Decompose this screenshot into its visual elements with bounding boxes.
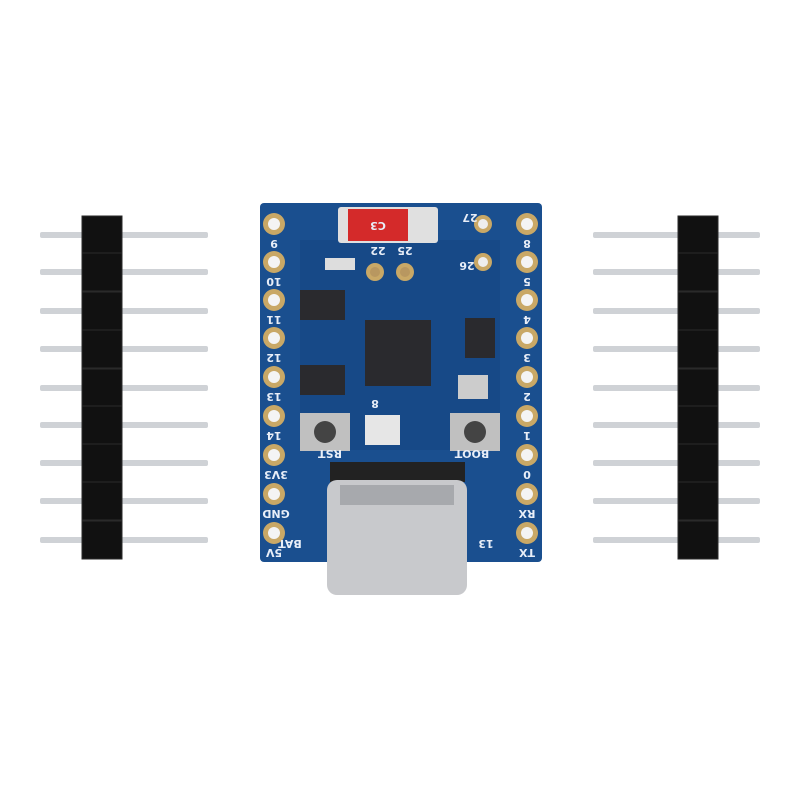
header-plastic-segment (677, 368, 719, 408)
header-plastic-segment (677, 329, 719, 369)
header-pin (40, 422, 208, 428)
silkscreen-label: 26 (459, 259, 475, 272)
header-plastic-segment (81, 329, 123, 369)
header-pin (40, 385, 208, 391)
silkscreen-label: 4 (523, 313, 531, 326)
header-pin (40, 346, 208, 352)
silkscreen-label: TX (518, 546, 535, 559)
header-plastic-segment (81, 291, 123, 331)
header-plastic-segment (81, 252, 123, 292)
board-logo: C3 (370, 219, 386, 232)
header-pin (593, 385, 760, 391)
silkscreen-label: 12 (266, 351, 281, 364)
silkscreen-label: 1 (523, 429, 531, 442)
silkscreen-label: BOOT (454, 447, 489, 460)
silkscreen-label: 9 (270, 237, 278, 250)
header-plastic-segment (677, 405, 719, 445)
silkscreen-label: 13 (266, 390, 281, 403)
header-plastic-segment (677, 215, 719, 255)
header-plastic-segment (81, 368, 123, 408)
silkscreen-label: 13 (478, 537, 493, 550)
header-pin (40, 269, 208, 275)
header-pin (593, 422, 760, 428)
silkscreen-label: 22 (370, 244, 385, 257)
header-plastic-segment (81, 215, 123, 255)
right-pin-header (593, 215, 760, 560)
rgb-led (365, 415, 400, 445)
silkscreen-label: 2 (523, 390, 531, 403)
antenna-red-pad (348, 209, 408, 241)
silkscreen-label: GND (262, 507, 289, 520)
usb-c-connector (327, 480, 467, 595)
left-pin-header (40, 215, 208, 560)
silkscreen-label: 8 (523, 237, 531, 250)
header-plastic-segment (677, 443, 719, 483)
silkscreen-label: 14 (266, 429, 282, 442)
silkscreen-label: 25 (397, 244, 412, 257)
header-pin (593, 498, 760, 504)
silkscreen-label: 0 (523, 468, 531, 481)
header-pin (593, 346, 760, 352)
header-pin (593, 537, 760, 543)
header-pin (593, 308, 760, 314)
header-pin (40, 232, 208, 238)
header-plastic-segment (81, 405, 123, 445)
header-plastic-segment (677, 291, 719, 331)
header-pin (40, 460, 208, 466)
silkscreen-label: 5 (523, 275, 531, 288)
header-pin (40, 498, 208, 504)
silkscreen-label: 11 (266, 313, 281, 326)
header-pin (593, 269, 760, 275)
header-plastic-segment (81, 443, 123, 483)
silkscreen-label: 3V3 (264, 468, 288, 481)
header-pin (593, 460, 760, 466)
header-plastic-segment (81, 520, 123, 560)
silkscreen-label: 27 (462, 211, 477, 224)
silkscreen-label: RX (518, 507, 535, 520)
silkscreen-label: RST (318, 447, 342, 460)
silkscreen-label: 3 (523, 351, 531, 364)
header-plastic-segment (677, 520, 719, 560)
silkscreen-label: BAT (278, 537, 302, 550)
header-pin (40, 537, 208, 543)
header-plastic-segment (81, 481, 123, 521)
silkscreen-label: 5V (265, 546, 282, 559)
header-pin (593, 232, 760, 238)
silkscreen-label: 8 (371, 397, 379, 410)
esp32-c3-chip (365, 320, 431, 386)
header-plastic-segment (677, 481, 719, 521)
header-plastic-segment (677, 252, 719, 292)
silkscreen-label: 10 (266, 275, 282, 288)
header-pin (40, 308, 208, 314)
